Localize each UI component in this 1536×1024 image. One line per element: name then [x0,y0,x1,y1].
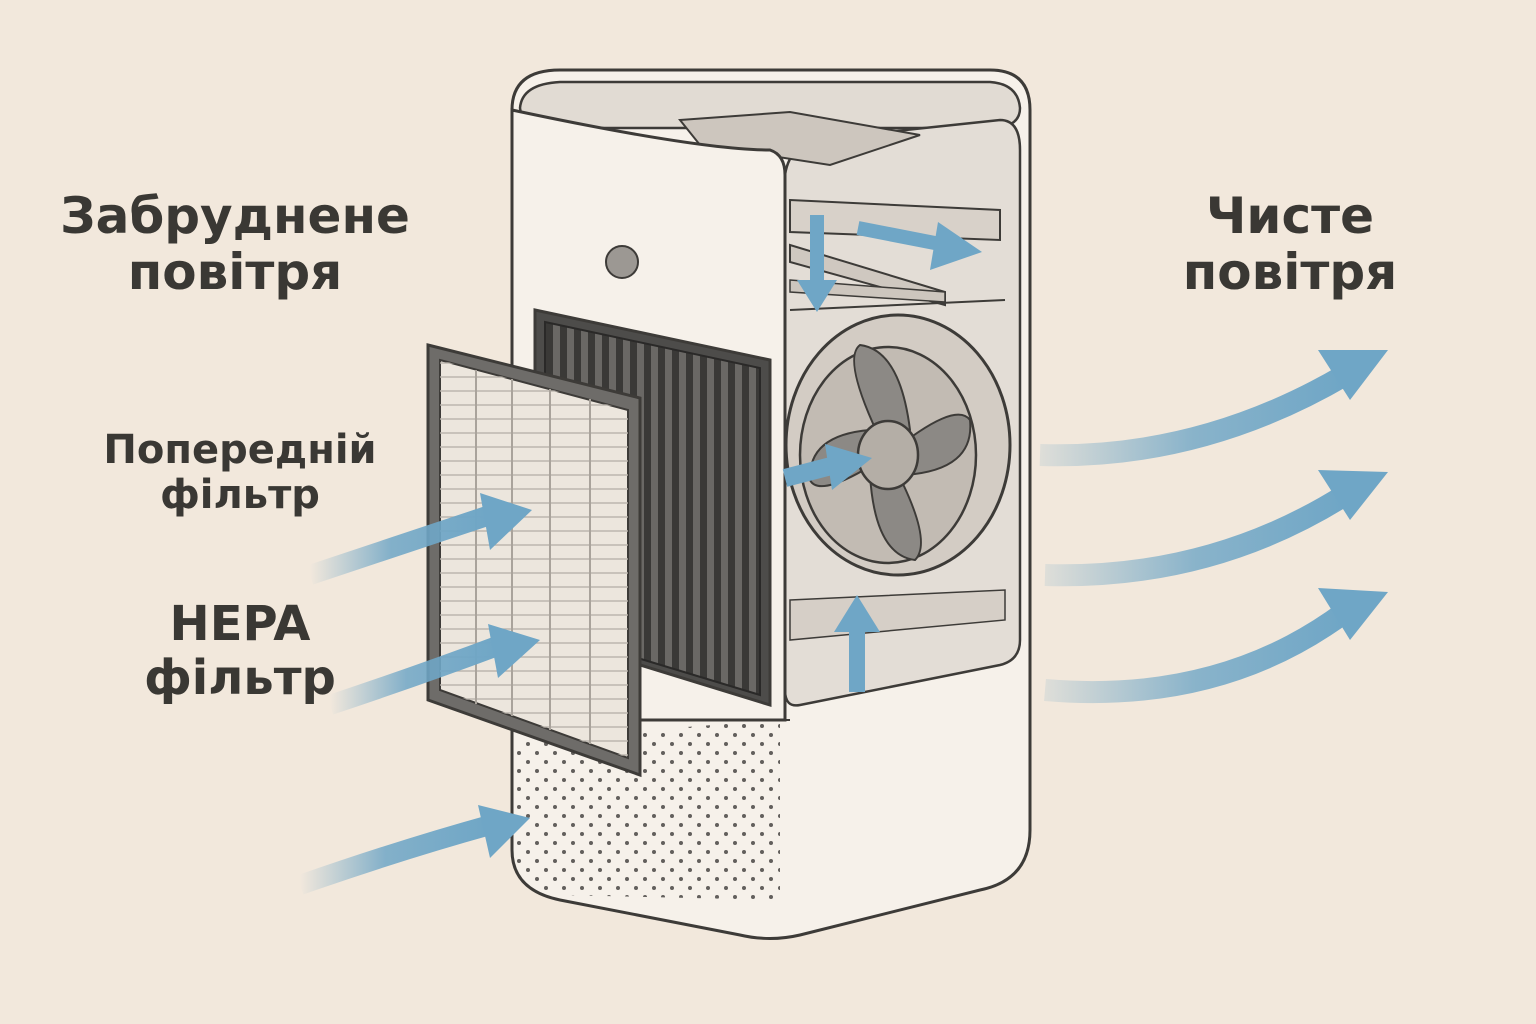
hepa-filter-label: HEPA фільтр [115,596,365,706]
arrow-right-icon [834,595,880,692]
hepa-filter-line-2: фільтр [144,649,336,706]
arrow-right-icon [856,221,982,270]
clean-air-line-2: повітря [1182,243,1398,301]
dirty-air-label: Забруднене повітря [40,188,430,300]
arrow-right-icon [1044,470,1388,587]
hepa-filter-panel [426,343,642,778]
pre-filter-label: Попередній фільтр [80,428,400,518]
arrow-right-icon [326,624,540,715]
arrow-right-icon [306,493,532,585]
clean-air-label: Чисте повітря [1160,188,1420,300]
fan-icon [784,313,1012,577]
inflow-arrows [296,493,540,895]
hepa-filter-line-1: HEPA [169,596,311,652]
arrow-right-icon [797,215,837,312]
outflow-arrows [1039,350,1388,704]
arrow-right-icon [1039,350,1388,467]
arrow-right-icon [1044,588,1388,704]
pre-filter-line-2: фільтр [160,471,320,518]
clean-air-line-1: Чисте [1206,187,1374,245]
internal-arrows [782,215,982,692]
sensor-dot-icon [605,245,639,279]
arrow-right-icon [782,444,872,490]
arrow-right-icon [296,805,530,895]
pre-filter-line-1: Попередній [103,427,377,473]
dirty-air-line-2: повітря [127,243,343,301]
grill-vent [512,720,780,900]
dirty-air-line-1: Забруднене [60,187,410,245]
